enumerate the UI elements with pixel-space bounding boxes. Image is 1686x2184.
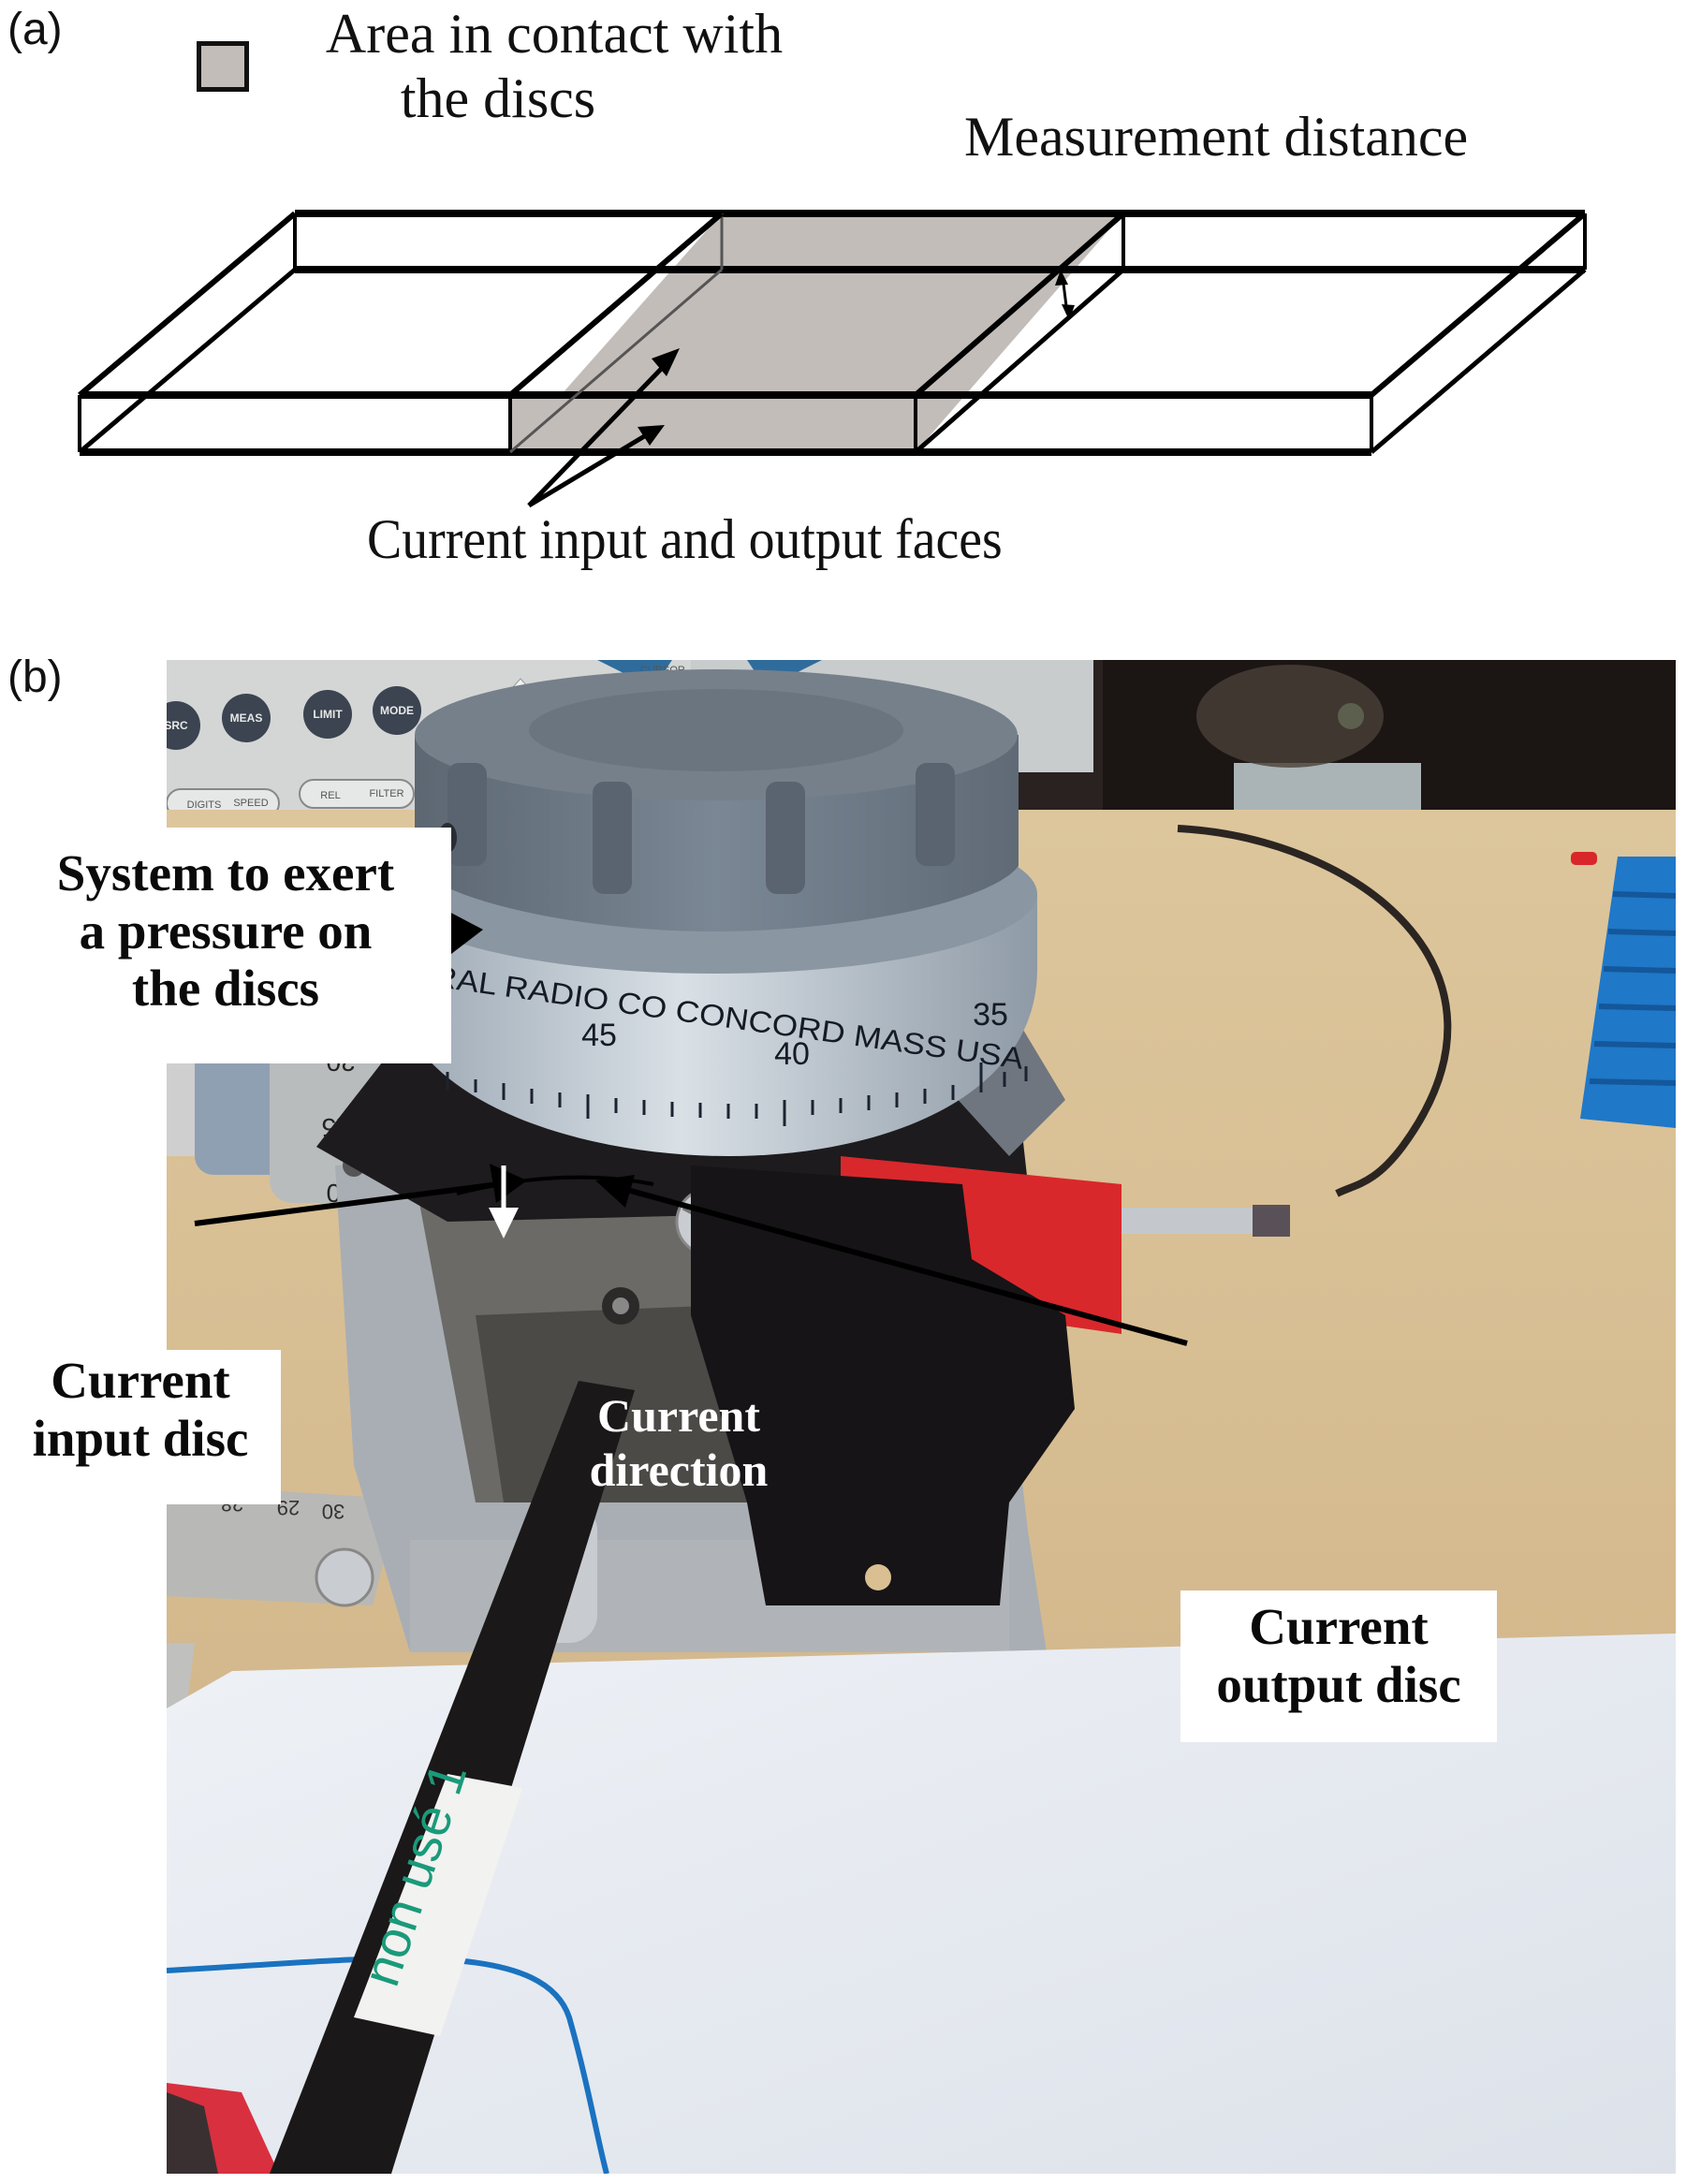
svg-text:LIMIT: LIMIT [313, 708, 343, 721]
paper-sheet [167, 1634, 1676, 2174]
callout-input-line1: Current [51, 1352, 230, 1409]
black-cable [1177, 825, 1452, 1197]
pressure-knob [415, 669, 1019, 931]
callout-input-disc: Current input disc [0, 1350, 281, 1504]
legend-text-line2: the discs [400, 67, 596, 129]
contact-area-front [510, 395, 916, 452]
callout-pressure-line3: the discs [131, 960, 320, 1018]
dial-number-45: 45 [581, 1018, 617, 1053]
callout-pressure-line2: a pressure on [79, 901, 373, 960]
panel-a-label: (a) [7, 5, 63, 54]
callout-pressure-line1: System to exert [56, 844, 395, 901]
legend-text: Area in contact with the discs [273, 2, 835, 131]
svg-text:MODE: MODE [380, 704, 414, 717]
arrow-output-head [595, 1175, 635, 1208]
keypad-labels: SRC MEAS LIMIT MODE [167, 704, 414, 732]
callout-input-line2: input disc [32, 1409, 249, 1467]
callout-direction-line2: direction [589, 1443, 769, 1496]
arrow-pressure-head [447, 911, 483, 954]
photo-scene: SRC MEAS LIMIT MODE DIGITS SPEED REL FIL… [167, 660, 1676, 2174]
faces-label: Current input and output faces [367, 508, 1003, 570]
svg-text:DIGITS: DIGITS [187, 799, 222, 811]
svg-text:SRC: SRC [167, 719, 188, 732]
svg-text:FILTER: FILTER [369, 788, 403, 799]
sample-diagram [78, 210, 1587, 508]
callout-pressure-system: System to exert a pressure on the discs [0, 828, 451, 1063]
blue-wire [167, 1956, 609, 2174]
svg-text:REL: REL [320, 790, 340, 801]
svg-text:MEAS: MEAS [230, 711, 263, 725]
callout-output-line1: Current [1249, 1598, 1429, 1655]
dial-number-35: 35 [973, 997, 1008, 1033]
callout-current-direction: Current direction [571, 1389, 786, 1497]
callout-output-line2: output disc [1216, 1655, 1461, 1713]
apparatus-photo: SRC MEAS LIMIT MODE DIGITS SPEED REL FIL… [167, 660, 1676, 2174]
measurement-distance-label: Measurement distance [964, 106, 1469, 168]
svg-text:30: 30 [322, 1500, 345, 1523]
legend-swatch [197, 41, 249, 92]
panel-b-label: (b) [7, 652, 63, 702]
black-side-plate [691, 1165, 1075, 1605]
callout-output-disc: Current output disc [1180, 1590, 1497, 1742]
blue-tray [1571, 852, 1676, 1128]
current-direction-arrow [489, 1165, 519, 1239]
dial-number-40: 40 [774, 1036, 810, 1072]
dial-ticks [446, 1063, 1028, 1126]
measurement-double-arrow [1055, 270, 1075, 320]
callout-direction-line1: Current [596, 1389, 761, 1442]
faces-arrows [527, 348, 680, 508]
legend-text-line1: Area in contact with [325, 3, 784, 65]
svg-text:SPEED: SPEED [233, 798, 268, 809]
